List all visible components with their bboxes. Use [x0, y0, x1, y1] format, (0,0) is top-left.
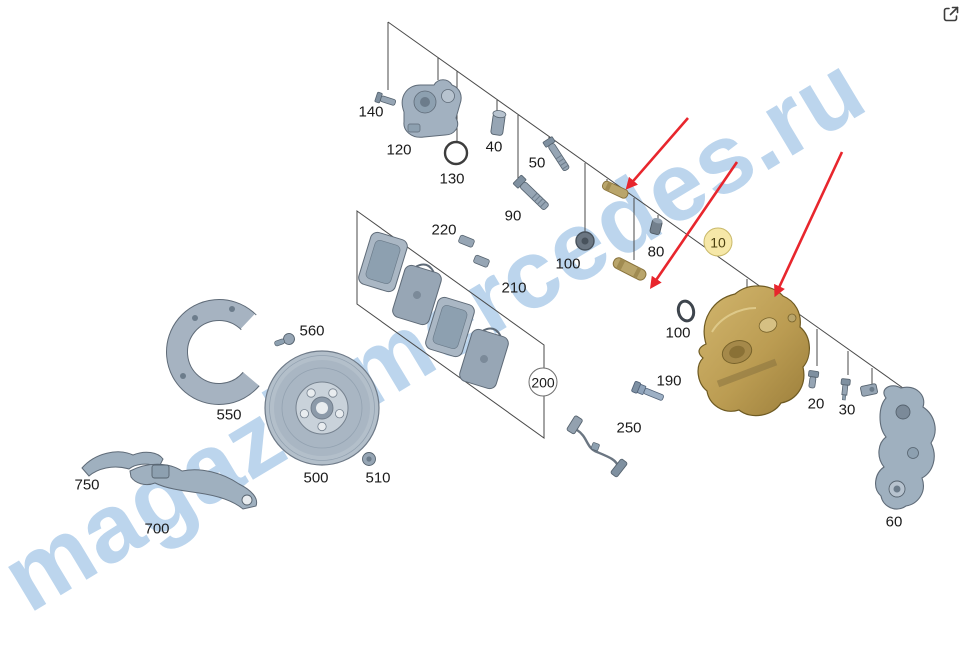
part-label-20[interactable]: 20	[807, 395, 825, 413]
part-250-wear-sensor	[566, 415, 628, 478]
open-external-button[interactable]	[942, 5, 960, 23]
part-label-750[interactable]: 750	[74, 476, 100, 494]
part-label-60[interactable]: 60	[885, 513, 903, 531]
part-label-40[interactable]: 40	[485, 138, 503, 156]
guide-pin-lower	[612, 257, 647, 281]
part-100-seal	[575, 231, 595, 251]
part-80-cap	[649, 217, 663, 235]
diagram-connector-lines	[356, 21, 911, 439]
part-140-bolt	[374, 91, 397, 106]
part-30-bleeder-valve	[840, 378, 851, 401]
part-label-500[interactable]: 500	[303, 469, 329, 487]
part-560-screw	[274, 333, 295, 347]
part-700-carrier-bracket	[129, 463, 258, 510]
part-220-clips	[458, 234, 490, 268]
part-130-oring	[443, 140, 469, 166]
highlight-arrow-caliper	[774, 151, 844, 298]
part-label-90[interactable]: 90	[504, 207, 522, 225]
highlight-arrow-lower-pin	[649, 161, 739, 289]
part-label-140[interactable]: 140	[358, 103, 384, 121]
part-210-brake-pads	[358, 231, 509, 390]
part-50-bolt	[542, 136, 570, 172]
part-510-screw	[362, 452, 376, 466]
guide-pin-upper	[601, 180, 629, 199]
part-label-550[interactable]: 550	[216, 406, 242, 424]
part-label-190[interactable]: 190	[656, 372, 682, 390]
part-label-210[interactable]: 210	[501, 279, 527, 297]
highlight-arrows	[625, 117, 844, 298]
part-label-30[interactable]: 30	[838, 401, 856, 419]
external-link-icon	[943, 6, 959, 22]
part-label-100-upper[interactable]: 100	[555, 255, 581, 273]
part-label-220[interactable]: 220	[431, 221, 457, 239]
knuckle-bracket	[860, 383, 878, 397]
part-label-510[interactable]: 510	[365, 469, 391, 487]
callout-10-highlighted[interactable]: 10	[703, 227, 733, 257]
part-120-carrier	[401, 79, 462, 138]
part-label-130[interactable]: 130	[439, 170, 465, 188]
part-190-bolt	[631, 381, 664, 401]
part-40-bushing	[490, 110, 507, 136]
part-label-50[interactable]: 50	[528, 154, 546, 172]
part-label-250[interactable]: 250	[616, 419, 642, 437]
part-label-100-lower[interactable]: 100	[665, 324, 691, 342]
part-100-ring	[676, 299, 696, 323]
part-10-brake-caliper	[697, 285, 810, 417]
highlight-arrow-upper-pin	[625, 117, 689, 190]
part-20-pin	[808, 370, 820, 389]
part-60-steering-knuckle	[875, 385, 936, 510]
callout-200-group[interactable]: 200	[528, 367, 558, 397]
part-label-560[interactable]: 560	[299, 322, 325, 340]
part-label-120[interactable]: 120	[386, 141, 412, 159]
part-90-bolt	[512, 174, 549, 210]
part-label-80[interactable]: 80	[647, 243, 665, 261]
part-500-brake-disc	[264, 350, 380, 466]
part-label-700[interactable]: 700	[144, 520, 170, 538]
